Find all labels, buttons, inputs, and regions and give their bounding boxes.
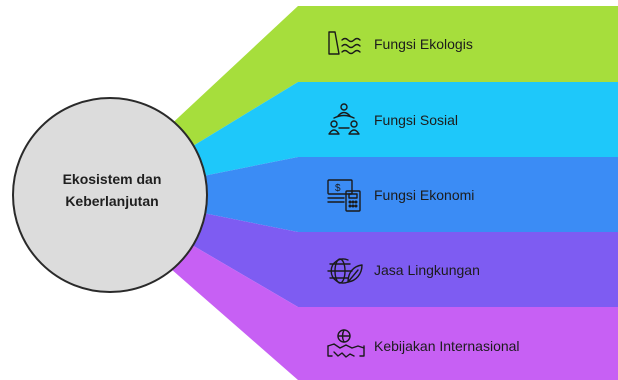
item-fungsi-ekologis: Fungsi Ekologis [326,26,473,62]
item-jasa-lingkungan: Jasa Lingkungan [326,252,480,288]
globe-leaf-icon [326,252,366,288]
svg-text:$: $ [335,183,341,194]
money-calculator-icon: $ [326,177,366,213]
item-label: Jasa Lingkungan [374,262,480,278]
item-label: Fungsi Ekologis [374,36,473,52]
handshake-globe-icon [326,328,366,364]
people-network-icon [326,102,366,138]
hub-circle [12,97,208,293]
dam-water-icon [326,26,366,62]
item-fungsi-sosial: Fungsi Sosial [326,102,458,138]
hub-title: Ekosistem dan Keberlanjutan [14,168,210,212]
hub-title-line-1: Ekosistem dan [62,171,162,187]
item-fungsi-ekonomi: $ Fungsi Ekonomi [326,177,474,213]
band-kebijakan-internasional [163,238,618,380]
item-kebijakan-internasional: Kebijakan Internasional [326,328,520,364]
item-label: Fungsi Sosial [374,112,459,128]
band-jasa-lingkungan [180,211,618,307]
band-fungsi-ekologis [165,6,618,152]
band-fungsi-sosial [183,82,618,178]
item-label: Kebijakan Internasional [374,338,520,354]
band-fungsi-ekonomi [193,157,618,232]
hub-title-line-2: Keberlanjutan [65,193,159,209]
item-label: Fungsi Ekonomi [374,187,475,203]
